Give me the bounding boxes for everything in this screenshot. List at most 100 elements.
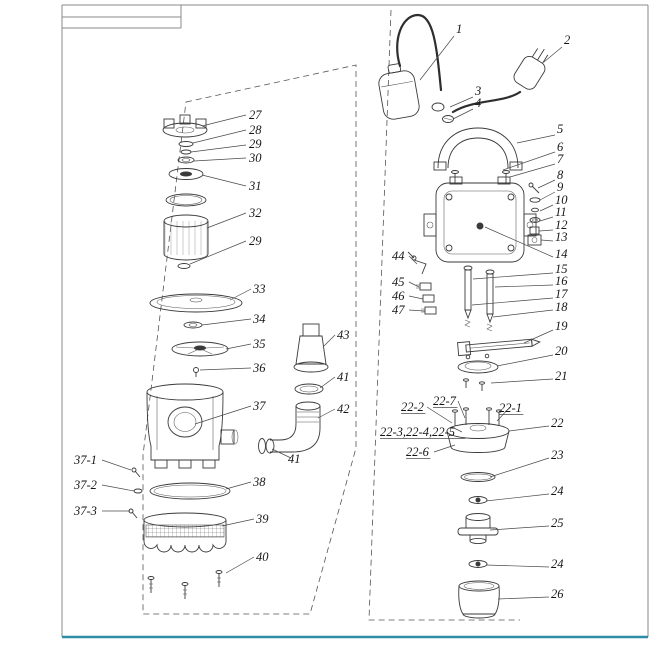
part-label-40: 40: [256, 550, 269, 564]
part-41-nut: [294, 383, 324, 395]
leader-line-11: [539, 216, 554, 222]
title-block-cells: [62, 5, 182, 29]
leader-line-22-6: [433, 444, 456, 453]
part-2-power-plug: [451, 48, 549, 114]
leader-line-34: [201, 318, 252, 326]
part-15-tie-bolt: [463, 265, 473, 320]
part-label-1: 1: [456, 22, 462, 36]
leader-line-29: [189, 240, 247, 265]
part-4-gland-nut: [442, 115, 454, 123]
leader-line-36: [199, 367, 252, 371]
part-label-41: 41: [288, 452, 301, 466]
leader-line-22-2: [426, 406, 453, 424]
leader-line-10: [539, 204, 554, 212]
part-11-nut: [529, 217, 541, 223]
part-23-oring: [460, 472, 496, 482]
part-13-square-nut: [527, 234, 542, 246]
part-33-plate: [149, 293, 243, 313]
left-assembly-boundary: [142, 64, 357, 615]
part-31-disc: [168, 168, 204, 180]
plug-cord: [451, 90, 522, 114]
float-cable: [396, 13, 443, 92]
part-label-2: 2: [564, 33, 570, 47]
part-36-screw: [193, 367, 199, 377]
part-29-washer: [180, 149, 192, 155]
leader-line-43: [323, 334, 336, 347]
part-label-27: 27: [249, 108, 262, 122]
leader-line-37-1: [101, 459, 132, 471]
leader-line-6: [502, 151, 556, 171]
part-label-5: 5: [557, 122, 563, 136]
leader-line-21: [490, 378, 554, 384]
leader-line-47: [408, 309, 426, 312]
part-label-44: 44: [392, 249, 405, 263]
part-label-15: 15: [555, 262, 568, 276]
leader-line-25: [489, 525, 550, 531]
part-labels-layer: 2728293031322933343536373839404341424137…: [73, 22, 570, 601]
part-6-screw: [451, 170, 459, 184]
part-8-screw: [528, 182, 540, 194]
part-37-2-washer: [133, 488, 143, 494]
part-37-3-screw: [128, 508, 138, 519]
leader-line-7: [509, 163, 556, 178]
part-3-grommet: [431, 102, 445, 112]
part-42-elbow: [265, 401, 321, 454]
part-label-9: 9: [557, 180, 564, 194]
part-label-33: 33: [252, 282, 266, 296]
part-28-washer: [178, 141, 194, 147]
part-label-22-3,22-4,22-5: 22-3,22-4,22-5: [380, 425, 455, 439]
part-1-float-switch: [378, 13, 443, 120]
part-label-37-3: 37-3: [73, 504, 97, 518]
part-label-32: 32: [248, 206, 262, 220]
part-label-21: 21: [555, 369, 568, 383]
part-label-24: 24: [551, 484, 564, 498]
part-41b-clamp-ring: [258, 438, 266, 454]
part-label-23: 23: [551, 448, 564, 462]
leader-line-17: [471, 297, 554, 306]
part-35-impeller: [171, 341, 229, 357]
part-label-22-1: 22-1: [499, 401, 522, 415]
leader-line-28: [192, 129, 247, 144]
part-label-14: 14: [555, 247, 568, 261]
part-21-screws: [463, 378, 485, 391]
leader-line-23: [489, 457, 550, 478]
leader-line-8: [537, 179, 556, 189]
part-30-nut: [177, 156, 195, 164]
part-24b-seal-washer: [468, 560, 488, 568]
part-label-25: 25: [551, 516, 564, 530]
part-10-washer: [531, 207, 539, 213]
screw-icon: [181, 582, 189, 599]
part-label-16: 16: [555, 274, 568, 288]
leader-line-24: [485, 493, 550, 502]
leader-line-20: [496, 354, 554, 367]
part-label-3: 3: [474, 84, 481, 98]
part-39-strainer-base: [143, 512, 227, 553]
part-24-seal-washer: [468, 496, 488, 504]
part-label-22: 22: [551, 416, 564, 430]
part-label-37-1: 37-1: [73, 453, 97, 467]
leader-line-38: [225, 481, 252, 490]
leader-line-45: [408, 281, 420, 288]
part-label-22-2: 22-2: [401, 400, 424, 414]
part-label-19: 19: [555, 319, 568, 333]
part-label-17: 17: [555, 287, 568, 301]
screw-icon: [147, 576, 155, 593]
part-label-46: 46: [392, 289, 405, 303]
part-40-screws: [147, 570, 223, 599]
part-46-terminal: [422, 294, 435, 303]
leader-line-12: [538, 229, 554, 232]
part-label-22-6: 22-6: [406, 445, 430, 459]
part-label-42: 42: [337, 402, 350, 416]
leader-line-19: [523, 329, 554, 344]
part-label-24: 24: [551, 557, 564, 571]
part-29b-washer: [177, 263, 191, 269]
part-label-10: 10: [555, 193, 568, 207]
leader-line-13: [540, 239, 554, 242]
leader-line-16: [494, 284, 554, 288]
part-5-handle: [433, 127, 523, 171]
part-44-bracket: [407, 251, 427, 275]
part-18-spring: [486, 323, 493, 332]
part-14-motor-housing: [423, 176, 537, 263]
part-43-hose-adapter: [293, 323, 329, 373]
